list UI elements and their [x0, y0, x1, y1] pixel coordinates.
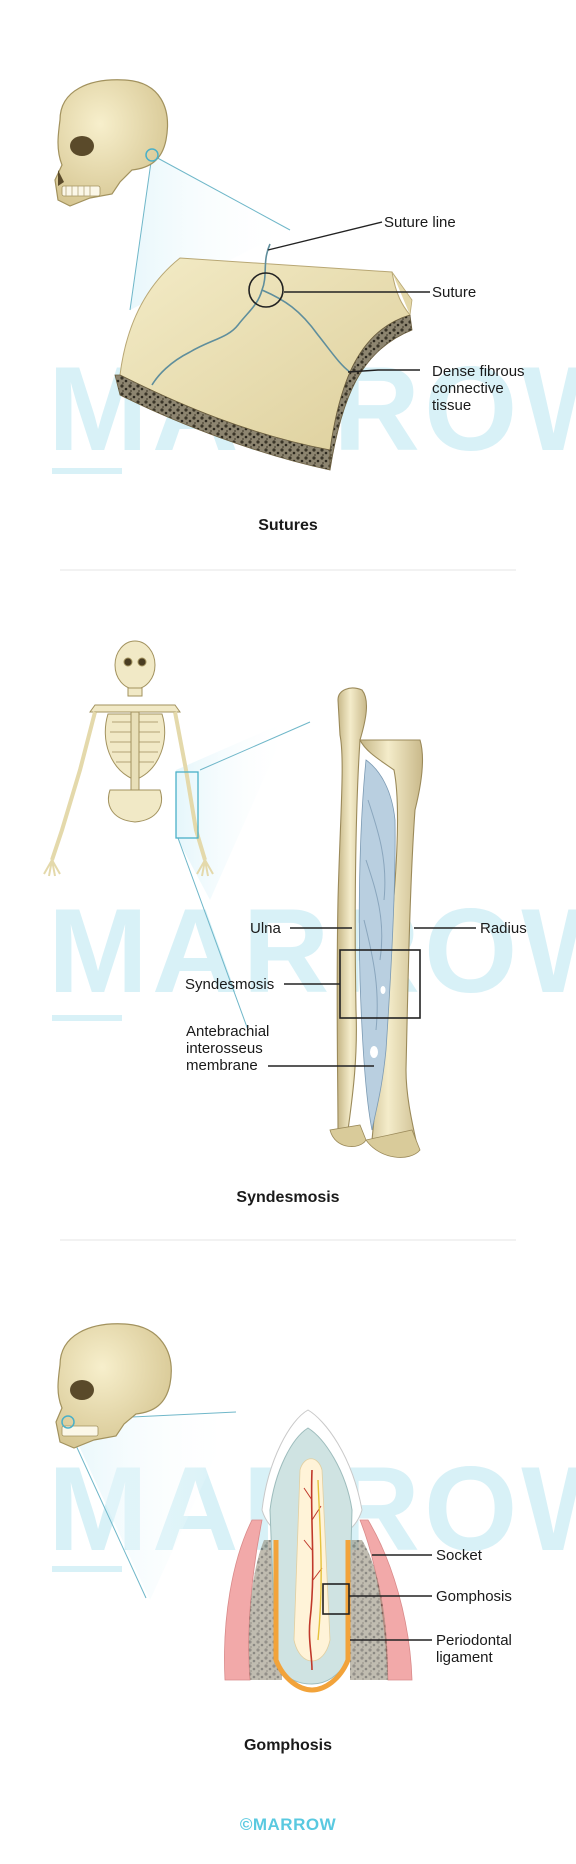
label-membrane: membrane: [186, 1057, 258, 1074]
label-socket: Socket: [436, 1547, 483, 1564]
skull-illustration: [54, 79, 168, 207]
gomphosis-section: Socket Gomphosis Periodontal ligament Go…: [55, 1323, 512, 1754]
brand-footer: ©MARROW: [240, 1815, 337, 1834]
suture-path: [261, 289, 351, 373]
label-antebrachial: Antebrachial: [186, 1023, 269, 1040]
skeleton-illustration: [43, 640, 214, 877]
section-title-gomphosis: Gomphosis: [244, 1737, 332, 1754]
label-dense-fibrous: Dense fibrous: [432, 363, 525, 380]
suture-path: [151, 243, 271, 386]
watermark-underline: [52, 1015, 122, 1021]
zoom-line: [129, 154, 153, 311]
leader-line: [347, 369, 420, 373]
label-connective: connective: [432, 380, 504, 397]
watermark-underline: [52, 468, 122, 474]
label-gomphosis: Gomphosis: [436, 1588, 512, 1605]
nerve: [317, 1479, 322, 1641]
forearm-bones: [329, 687, 424, 1158]
leader-line: [267, 221, 383, 251]
syndesmosis-section: Ulna Radius Syndesmosis Antebrachial int…: [43, 640, 527, 1206]
sutures-section: Suture line Suture Dense fibrous connect…: [54, 79, 525, 534]
interosseous-membrane: [358, 759, 396, 1131]
label-suture: Suture: [432, 284, 476, 301]
zoom-cone: [68, 1412, 236, 1600]
label-syndesmosis: Syndesmosis: [185, 976, 274, 993]
watermark-text: MARROW: [48, 884, 576, 1018]
watermark-underline: [52, 1566, 122, 1572]
zoom-line: [199, 721, 311, 771]
label-periodontal: Periodontal: [436, 1632, 512, 1649]
section-title-sutures: Sutures: [258, 517, 318, 534]
label-tissue: tissue: [432, 397, 471, 414]
zoom-line: [177, 837, 249, 1031]
label-ulna: Ulna: [250, 920, 282, 937]
zoom-highlight-box: [175, 771, 199, 839]
gomphosis-highlight-box: [322, 1583, 350, 1615]
label-interosseus: interosseus: [186, 1040, 263, 1057]
section-title-syndesmosis: Syndesmosis: [236, 1189, 339, 1206]
label-ligament: ligament: [436, 1649, 494, 1666]
skull-illustration: [55, 1323, 172, 1449]
periodontal-ligament: [273, 1540, 351, 1693]
zoom-line: [67, 1427, 147, 1599]
alveolar-bone: [350, 1540, 388, 1680]
label-radius: Radius: [480, 920, 527, 937]
label-suture-line: Suture line: [384, 214, 456, 231]
suture-highlight-circle: [248, 272, 284, 308]
blood-vessel: [303, 1487, 323, 1581]
bone-plate: [114, 243, 413, 471]
zoom-line: [151, 154, 291, 231]
blood-vessel: [308, 1469, 314, 1671]
